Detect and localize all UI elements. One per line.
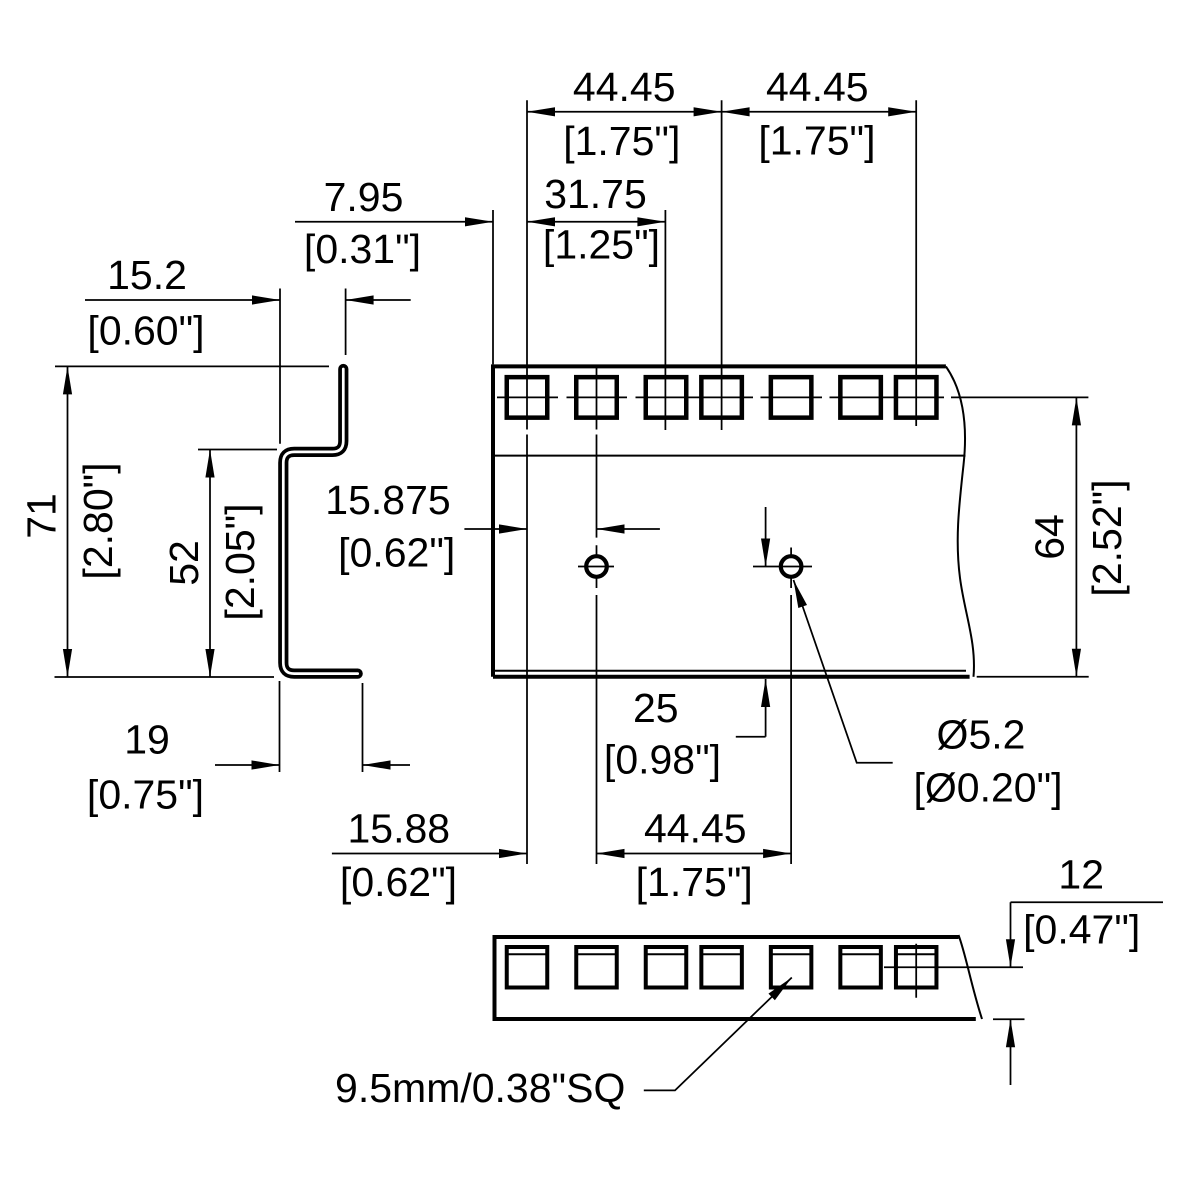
svg-text:[0.62"]: [0.62"]: [338, 530, 455, 576]
svg-text:15.875: 15.875: [325, 477, 450, 523]
svg-text:15.88: 15.88: [347, 806, 450, 852]
svg-text:[1.75"]: [1.75"]: [636, 859, 753, 905]
svg-text:44.45: 44.45: [573, 64, 676, 110]
svg-text:[0.75"]: [0.75"]: [87, 772, 204, 818]
svg-text:15.2: 15.2: [107, 252, 187, 298]
svg-text:[2.80"]: [2.80"]: [75, 462, 121, 579]
svg-text:71: 71: [19, 493, 65, 539]
svg-text:[0.31"]: [0.31"]: [304, 226, 421, 272]
svg-text:44.45: 44.45: [644, 806, 747, 852]
svg-text:31.75: 31.75: [544, 171, 647, 217]
svg-text:[1.75"]: [1.75"]: [758, 117, 875, 163]
svg-text:[2.52"]: [2.52"]: [1084, 479, 1130, 596]
svg-text:[2.05"]: [2.05"]: [217, 503, 263, 620]
svg-text:[1.75"]: [1.75"]: [563, 118, 680, 164]
svg-text:[0.60"]: [0.60"]: [87, 308, 204, 354]
svg-text:44.45: 44.45: [766, 64, 869, 110]
svg-text:9.5mm/0.38"SQ: 9.5mm/0.38"SQ: [335, 1065, 625, 1111]
svg-text:Ø5.2: Ø5.2: [937, 712, 1026, 758]
svg-text:[Ø0.20"]: [Ø0.20"]: [913, 765, 1062, 811]
svg-text:64: 64: [1027, 514, 1073, 560]
svg-text:[0.47"]: [0.47"]: [1023, 907, 1140, 953]
svg-text:[0.62"]: [0.62"]: [340, 859, 457, 905]
svg-text:25: 25: [633, 685, 679, 731]
svg-text:52: 52: [161, 540, 207, 586]
svg-text:12: 12: [1058, 852, 1104, 898]
svg-text:7.95: 7.95: [324, 174, 404, 220]
svg-text:[1.25"]: [1.25"]: [543, 222, 660, 268]
svg-text:19: 19: [124, 717, 170, 763]
svg-text:[0.98"]: [0.98"]: [604, 737, 721, 783]
